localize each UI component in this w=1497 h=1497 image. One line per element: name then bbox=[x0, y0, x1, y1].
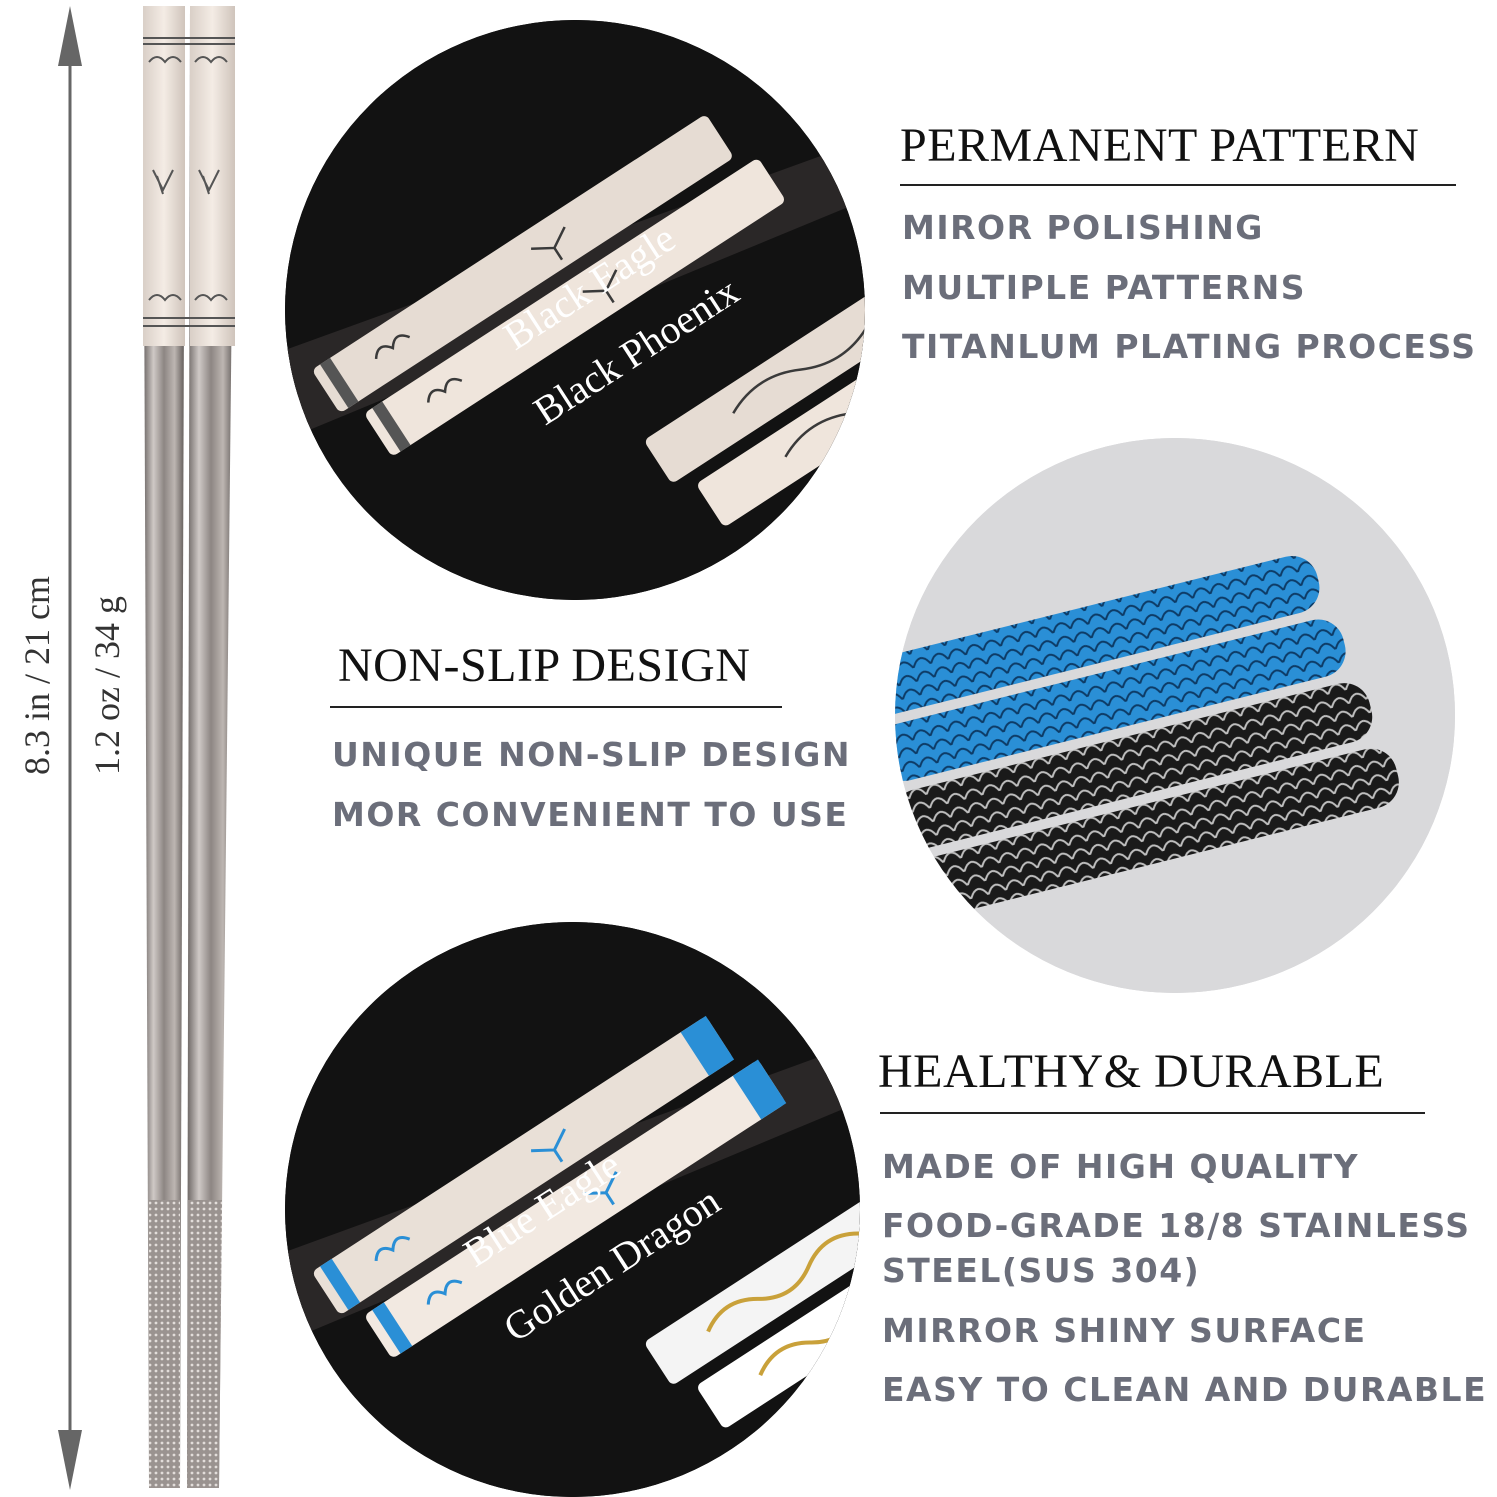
heading-underline bbox=[330, 706, 782, 708]
section-heading: PERMANENT PATTERN bbox=[900, 119, 1420, 172]
chopsticks-photo-texture bbox=[895, 438, 1455, 993]
weight-label: 1.2 oz / 34 g bbox=[87, 596, 127, 775]
feature-item: MIRROR SHINY SURFACE bbox=[882, 1311, 1367, 1350]
feature-item: UNIQUE NON-SLIP DESIGN bbox=[332, 735, 851, 774]
feature-item: MIROR POLISHING bbox=[902, 208, 1264, 247]
feature-item: MOR CONVENIENT TO USE bbox=[332, 795, 849, 834]
heading-underline bbox=[900, 184, 1456, 186]
photo-non-slip-texture bbox=[895, 438, 1455, 993]
length-label: 8.3 in / 21 cm bbox=[17, 576, 57, 775]
feature-item: EASY TO CLEAN AND DURABLE bbox=[882, 1370, 1488, 1409]
photo-black-eagle-phoenix: Black Eagle Black Phoenix bbox=[285, 20, 865, 600]
section-heading: NON-SLIP DESIGN bbox=[338, 639, 751, 692]
chopsticks-illustration bbox=[143, 6, 235, 1488]
section-heading: HEALTHY& DURABLE bbox=[878, 1045, 1385, 1098]
chopsticks-photo-color bbox=[285, 922, 860, 1497]
heading-underline bbox=[880, 1112, 1425, 1114]
feature-item: STEEL(SUS 304) bbox=[882, 1251, 1201, 1290]
feature-item: TITANLUM PLATING PROCESS bbox=[902, 327, 1477, 366]
feature-item: MULTIPLE PATTERNS bbox=[902, 268, 1306, 307]
length-arrow bbox=[58, 6, 82, 1490]
photo-blue-eagle-golden-dragon: Blue Eagle Golden Dragon bbox=[285, 922, 860, 1497]
feature-item: FOOD-GRADE 18/8 STAINLESS bbox=[882, 1206, 1471, 1245]
chopsticks-photo-dark bbox=[285, 20, 865, 600]
feature-item: MADE OF HIGH QUALITY bbox=[882, 1147, 1360, 1186]
